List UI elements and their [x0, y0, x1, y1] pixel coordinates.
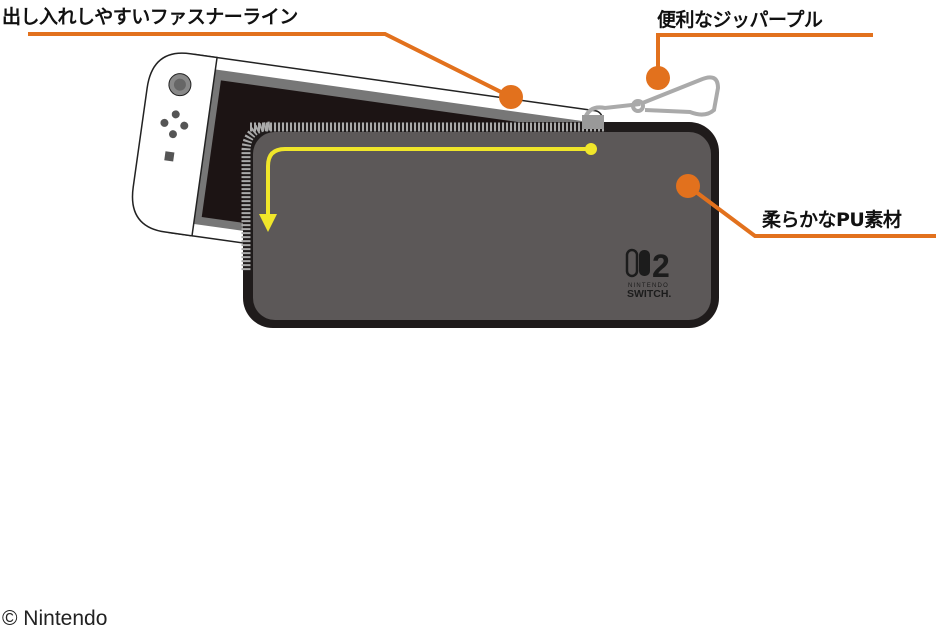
logo-number: 2 [652, 248, 670, 284]
pouch-illustration [241, 115, 719, 328]
callout-lines [28, 32, 936, 238]
callout-dot-zipper-pull [646, 66, 670, 90]
logo-line1: NINTENDO [628, 283, 669, 289]
callout-pu-material: 柔らかなPU素材 [762, 209, 902, 231]
callout-dot-zipper-line [499, 85, 523, 109]
zipper-pull-icon [583, 75, 721, 119]
callout-zipper-line: 出し入れしやすいファスナーライン [2, 6, 298, 28]
copyright: © Nintendo [2, 607, 108, 630]
zipper-direction-arrow [259, 143, 597, 232]
logo-line2: SWITCH. [627, 288, 671, 300]
nintendo-switch-2-logo: 2 NINTENDO SWITCH. [625, 248, 671, 300]
callout-dot-pu-material [676, 174, 700, 198]
callout-zipper-pull: 便利なジッパープル [657, 9, 823, 31]
